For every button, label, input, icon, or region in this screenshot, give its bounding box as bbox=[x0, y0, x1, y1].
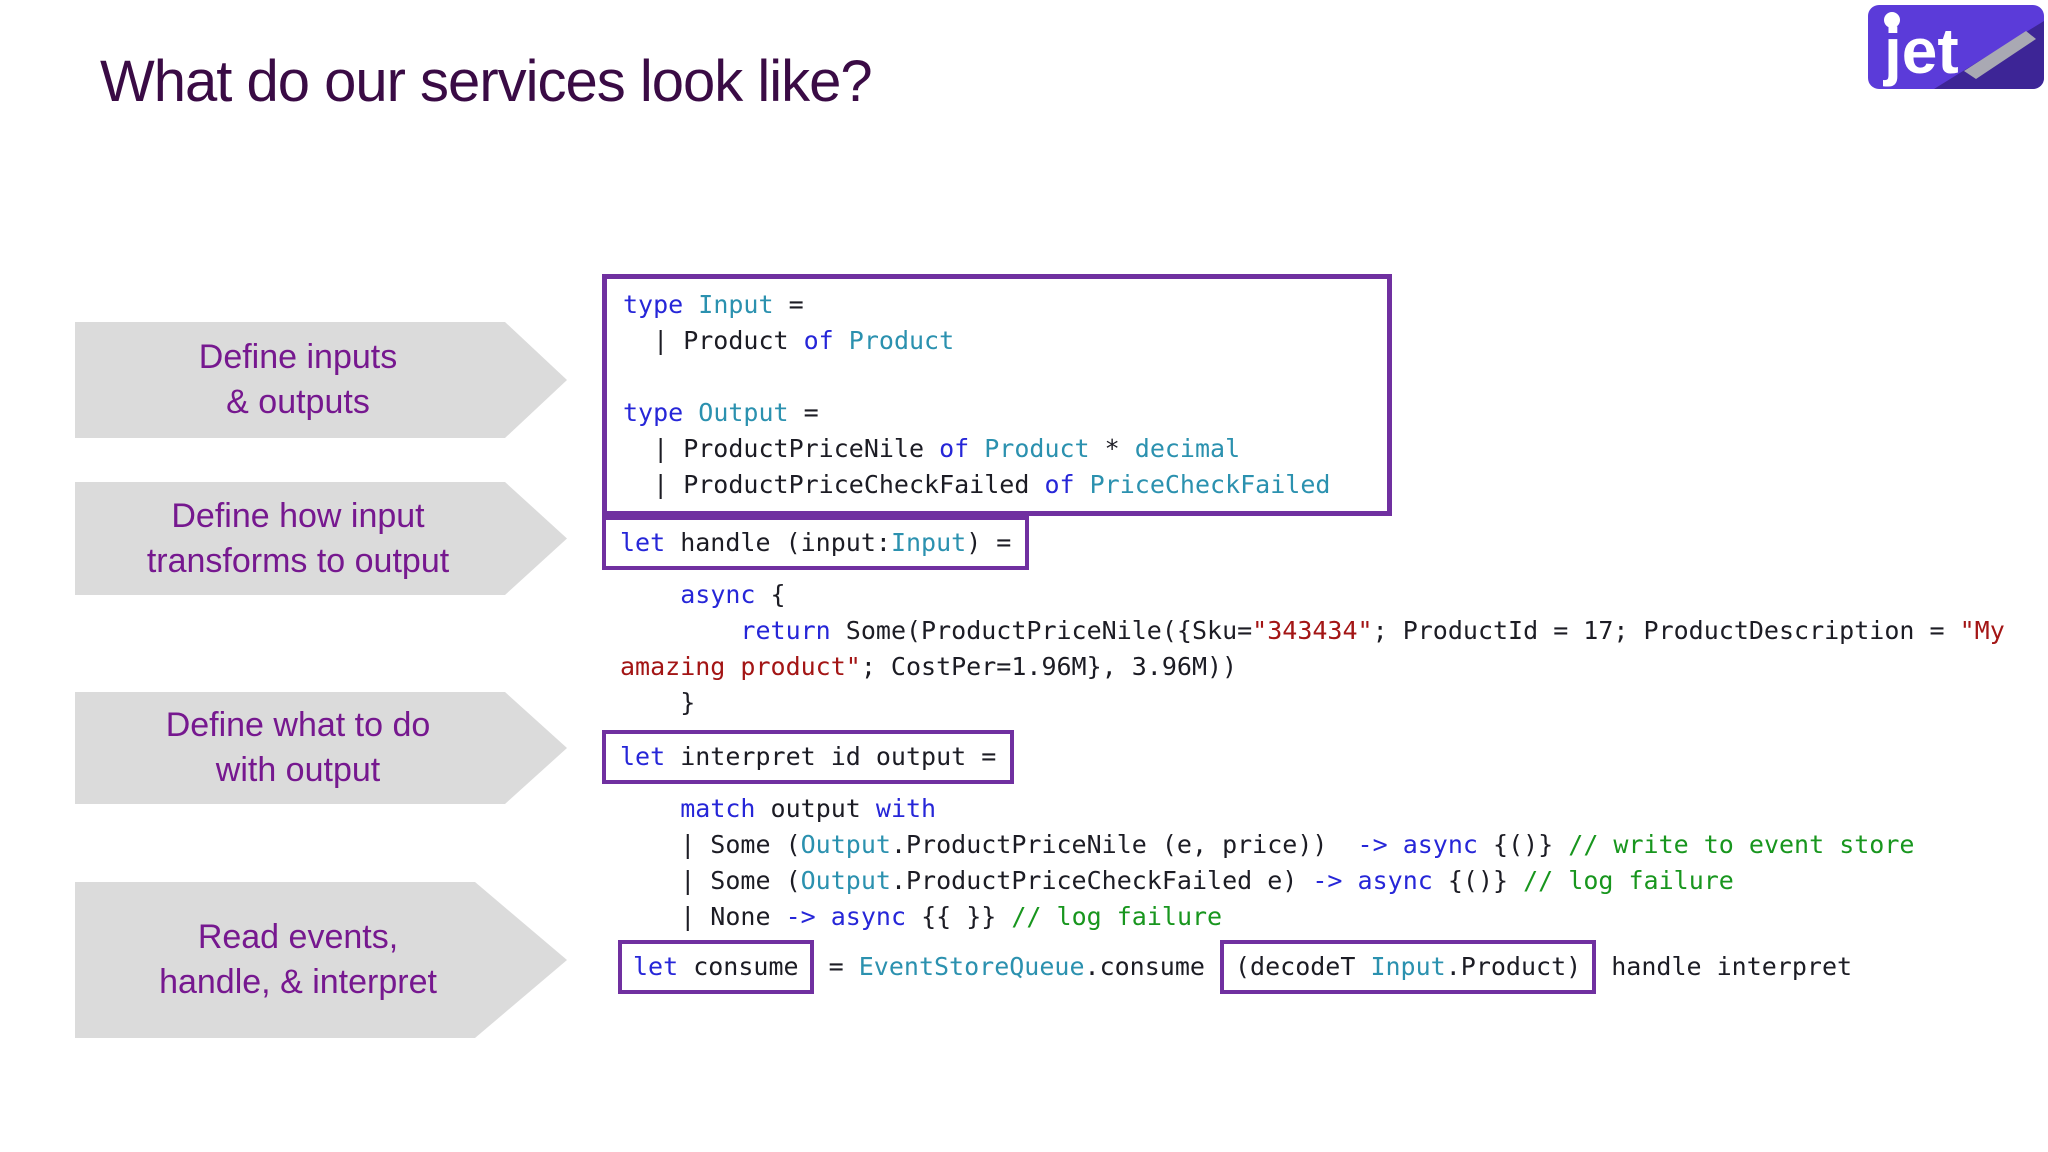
step-label-line: Define inputs bbox=[198, 338, 398, 377]
code-line: type Input = bbox=[623, 290, 804, 319]
step-label-line: with output bbox=[215, 751, 381, 789]
jet-logo-icon: jet bbox=[1868, 5, 2044, 89]
code-line: | ProductPriceNile of Product * decimal bbox=[623, 434, 1241, 463]
code-line: | Some (Output.ProductPriceCheckFailed e… bbox=[620, 866, 1734, 895]
step-arrow-read-handle-interpret: Read events, handle, & interpret bbox=[75, 882, 567, 1038]
code-line: return Some(ProductPriceNile({Sku="34343… bbox=[740, 616, 2005, 645]
highlight-box: let consume bbox=[618, 940, 814, 994]
code-line: | Product of Product bbox=[623, 326, 955, 355]
highlight-box: (decodeT Input.Product) bbox=[1219, 940, 1597, 994]
step-label-line: Define how input bbox=[171, 496, 425, 535]
code-line: | Some (Output.ProductPriceNile (e, pric… bbox=[620, 830, 1915, 859]
code-line: | None -> async {{ }} // log failure bbox=[620, 902, 1223, 931]
code-block-handle: let handle (input:Input) = async { retur… bbox=[602, 516, 2005, 721]
step-label-line: transforms to output bbox=[146, 541, 450, 580]
code-line: async { bbox=[680, 580, 786, 609]
step-label-line: Read events, bbox=[197, 918, 399, 957]
step-label-line: & outputs bbox=[226, 383, 370, 421]
code-block-consume: let consume = EventStoreQueue.consume (d… bbox=[618, 940, 1852, 994]
highlight-box: let interpret id output = bbox=[602, 730, 1015, 784]
jet-logo: jet bbox=[1868, 5, 2044, 89]
code-line: type Output = bbox=[623, 398, 819, 427]
code-line: let interpret id output = bbox=[602, 730, 1914, 791]
code-line: match output with bbox=[680, 794, 937, 823]
highlight-box: let handle (input:Input) = bbox=[602, 516, 1030, 570]
step-arrow-define-output-handling: Define what to do with output bbox=[75, 692, 567, 804]
code-block-interpret: let interpret id output = match output w… bbox=[602, 730, 1914, 935]
code-line bbox=[623, 359, 1371, 395]
step-arrow-define-inputs-outputs: Define inputs & outputs bbox=[75, 322, 567, 438]
code-line: amazing product"; CostPer=1.96M}, 3.96M)… bbox=[620, 652, 1238, 681]
step-label-line: Define what to do bbox=[165, 706, 431, 745]
step-arrow-define-transform: Define how input transforms to output bbox=[75, 482, 567, 595]
code-line: } bbox=[620, 688, 696, 717]
page-title: What do our services look like? bbox=[100, 49, 873, 114]
code-line: let consume = EventStoreQueue.consume (d… bbox=[618, 940, 1852, 994]
step-label-line: handle, & interpret bbox=[159, 963, 437, 1001]
code-block-types: type Input = | Product of Product type Ou… bbox=[602, 274, 1392, 516]
code-line: let handle (input:Input) = bbox=[602, 516, 2005, 577]
code-line: | ProductPriceCheckFailed of PriceCheckF… bbox=[623, 470, 1331, 499]
